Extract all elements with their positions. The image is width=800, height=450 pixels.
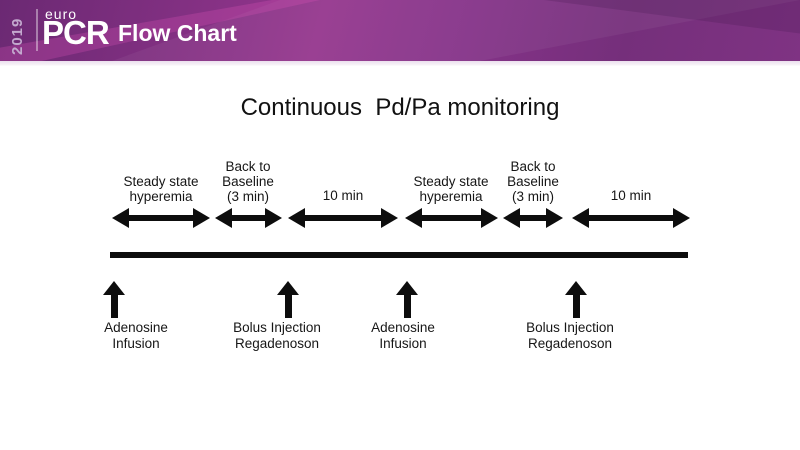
header-title: Flow Chart [118, 20, 237, 46]
phase-label-10min-1: 10 min [322, 188, 364, 203]
header-bottom-strip [0, 61, 800, 66]
double-arrow-icon-6 [572, 208, 690, 228]
event-label-adenosine-1: Adenosine Infusion [104, 320, 168, 351]
up-arrow-icon-bolus-1 [277, 281, 299, 318]
logo-euro-text: euro [45, 6, 78, 22]
phase-label-10min-2: 10 min [610, 188, 652, 203]
up-arrow-icon-adenosine-1 [103, 281, 125, 318]
header-bar: 2019 euro PCR Flow Chart [0, 0, 800, 61]
phase-label-steady-state-2: Steady state hyperemia [413, 174, 489, 204]
phase-label-baseline-2: Back to Baseline (3 min) [507, 159, 559, 204]
event-label-bolus-1: Bolus Injection Regadenoson [233, 320, 321, 351]
double-arrow-icon-5 [503, 208, 563, 228]
double-arrow-icon-4 [405, 208, 498, 228]
double-arrow-icon-3 [288, 208, 398, 228]
phase-label-steady-state-1: Steady state hyperemia [123, 174, 199, 204]
up-arrow-icon-bolus-2 [565, 281, 587, 318]
year-label: 2019 [9, 17, 26, 55]
double-arrow-icon-1 [112, 208, 210, 228]
event-label-bolus-2: Bolus Injection Regadenoson [526, 320, 614, 351]
event-label-adenosine-2: Adenosine Infusion [371, 320, 435, 351]
logo-divider [36, 9, 38, 51]
slide-title: Continuous Pd/Pa monitoring [240, 94, 560, 121]
up-arrow-icon-adenosine-2 [396, 281, 418, 318]
europcr-logo: PCR [42, 14, 110, 51]
phase-label-baseline-1: Back to Baseline (3 min) [222, 159, 274, 204]
double-arrow-icon-2 [215, 208, 282, 228]
timeline-line [110, 252, 688, 258]
